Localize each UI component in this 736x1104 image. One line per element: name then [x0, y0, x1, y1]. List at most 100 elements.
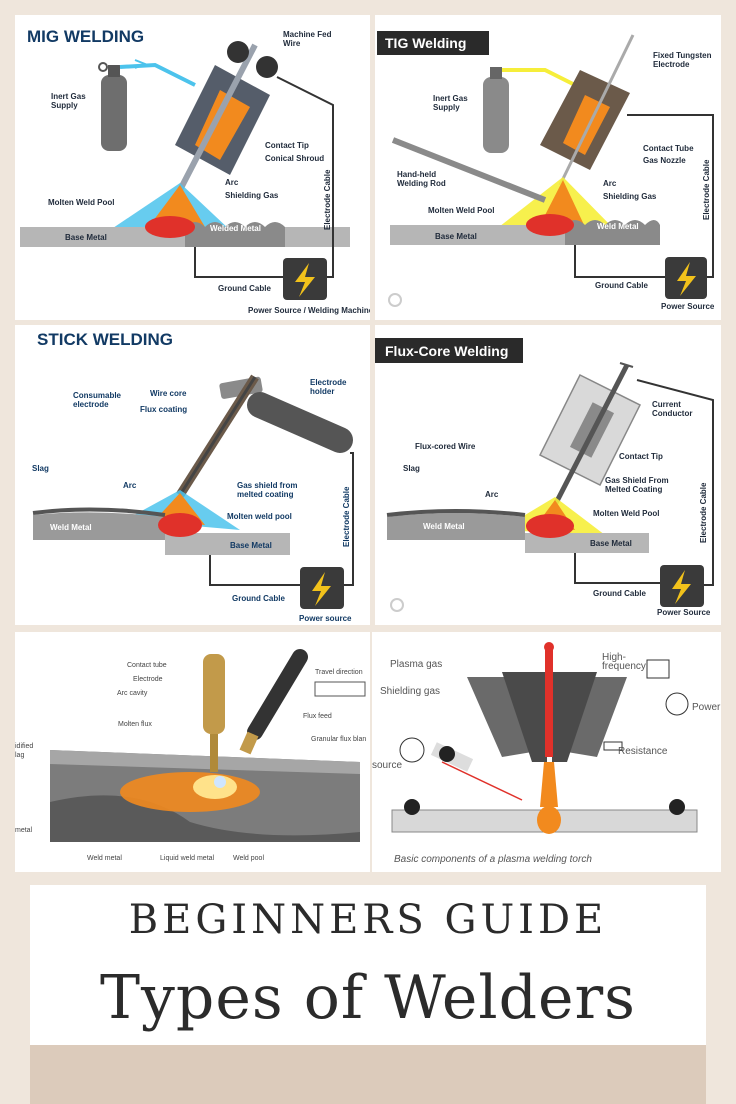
weld-metal-bead: [565, 220, 660, 245]
lightning-bolt-icon: [295, 263, 315, 297]
lightning-bolt-icon: [312, 572, 331, 606]
label-ground-cable: Ground Cable: [593, 589, 646, 598]
filler-rod-icon: [391, 137, 547, 203]
label-contact-tube: Contact tube: [127, 662, 167, 669]
label-travel-direction: Travel direction: [315, 669, 363, 676]
weld-metal-plate: [33, 512, 165, 540]
label-contact-tube: Contact Tube: [643, 144, 694, 153]
label-arc: Arc: [485, 490, 499, 499]
label-base-metal: Base Metal: [435, 232, 477, 241]
tig-title-bar: [377, 31, 489, 55]
wire-feed-roller-icon: [256, 56, 278, 78]
label-power-source: Power source: [299, 614, 352, 623]
label-source: source: [372, 760, 402, 771]
plasma-diagram: Plasma gas Shielding gas High-frequency …: [372, 642, 721, 865]
footer-title-card: BEGINNERS GUIDE Types of Welders: [30, 885, 706, 1045]
label-granular-flux: Granular flux blan: [311, 736, 366, 743]
liquid-weld-metal-glow: [120, 772, 260, 812]
ground-cable-line: [574, 245, 665, 278]
molten-weld-pool-shape: [145, 216, 195, 238]
stick-title: STICK WELDING: [37, 330, 173, 349]
label-base-metal: Base Metal: [590, 539, 632, 548]
molten-weld-pool-shape: [158, 513, 202, 537]
plasma-welding-panel: Plasma gas Shielding gas High-frequency …: [372, 632, 721, 872]
ground-cable-line: [574, 553, 660, 584]
slag-layer: [386, 509, 526, 517]
watermark-icon: [390, 598, 404, 612]
mig-title: MIG WELDING: [27, 27, 144, 46]
label-flux-feed: Flux feed: [303, 713, 332, 720]
label-contact-tip: Contact Tip: [265, 141, 309, 150]
electrode-cable-line: [343, 452, 354, 586]
label-weld-metal: Weld Metal: [597, 222, 639, 231]
lightning-bolt-icon: [677, 262, 696, 296]
watermark-icon: [388, 293, 402, 307]
plus-terminal-icon: [404, 799, 420, 815]
electrode-cable-line: [627, 114, 714, 278]
label-slag: Slag: [32, 464, 49, 473]
submerged-arc-panel: Contact tube Electrode Arc cavity Molten…: [15, 632, 370, 872]
label-weld-metal: Weld metal: [87, 855, 122, 862]
contact-tube-icon: [203, 654, 225, 734]
label-gas-nozzle: Gas Nozzle: [643, 156, 686, 165]
label-electrode-cable: Electrode Cable: [699, 482, 708, 543]
label-metal: metal: [15, 827, 33, 834]
label-arc: Arc: [123, 481, 137, 490]
label-weld-pool: Weld pool: [233, 855, 264, 862]
submerged-arc-diagram: Contact tube Electrode Arc cavity Molten…: [15, 649, 366, 862]
label-power-source: Power Source: [661, 302, 715, 311]
ground-cable-line: [209, 555, 300, 586]
label-base-metal: Base Metal: [230, 541, 272, 550]
label-molten-weld-pool: Molten Weld Pool: [48, 198, 115, 207]
label-conical-shroud: Conical Shroud: [265, 154, 324, 163]
label-flux-coating: Flux coating: [140, 405, 187, 414]
label-ground-cable: Ground Cable: [232, 594, 285, 603]
electrode-cable-line: [636, 379, 714, 586]
plasma-caption: Basic components of a plasma welding tor…: [394, 854, 592, 865]
minus-terminal-icon: [439, 746, 455, 762]
weld-metal-layer: [50, 795, 360, 842]
label-shielding-gas: Shielding Gas: [225, 191, 279, 200]
label-shielding-gas: Shielding Gas: [603, 192, 657, 201]
label-liquid-weld-metal: Liquid weld metal: [160, 855, 215, 862]
gas-cylinder-icon: [483, 77, 509, 153]
resistor-icon: [603, 741, 623, 751]
tungsten-electrode-icon: [545, 647, 553, 757]
label-power: Power: [692, 702, 721, 713]
label-weld-metal: Weld Metal: [50, 523, 92, 532]
label-resistance: Resistance: [618, 746, 668, 757]
label-ground-cable: Ground Cable: [595, 281, 648, 290]
electrode-holder-icon: [247, 392, 353, 453]
beginners-guide-heading: BEGINNERS GUIDE: [128, 897, 608, 943]
label-arc: Arc: [225, 178, 239, 187]
arc-cavity-spot: [214, 776, 226, 788]
label-arc: Arc: [603, 179, 617, 188]
label-contact-tip: Contact Tip: [619, 452, 663, 461]
plasma-arc: [540, 762, 558, 807]
flux-title-bar: [375, 338, 523, 363]
slag-layer: [32, 507, 166, 517]
types-of-welders-heading: Types of Welders: [100, 963, 636, 1033]
label-molten-weld-pool: Molten weld pool: [227, 512, 292, 521]
label-ground-cable: Ground Cable: [218, 284, 271, 293]
welded-metal-bead: [185, 222, 285, 247]
label-weld-metal: Weld Metal: [423, 522, 465, 531]
weld-metal-plate: [387, 513, 525, 540]
tig-title: TIG Welding: [385, 35, 466, 51]
flux-title: Flux-Core Welding: [385, 343, 508, 359]
label-plasma-gas: Plasma gas: [390, 659, 442, 670]
